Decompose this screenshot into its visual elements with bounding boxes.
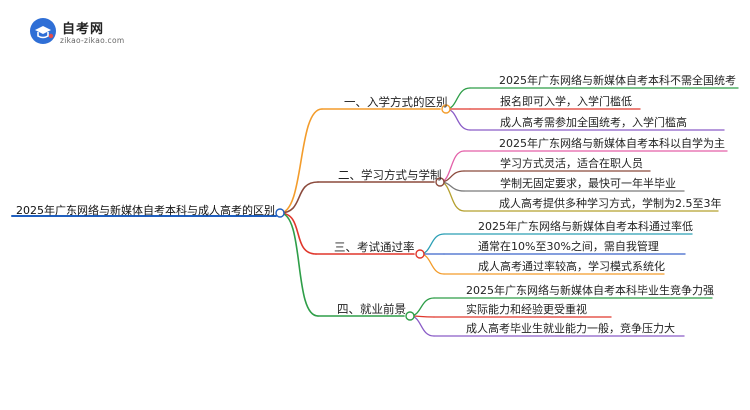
branch-1-node [441, 104, 451, 114]
leaf-1-1: 2025年广东网络与新媒体自考本科不需全国统考 [499, 74, 736, 87]
branch-1-leaf-1-link [445, 87, 471, 110]
leaf-4-3: 成人高考毕业生就业能力一般，竞争压力大 [466, 322, 675, 335]
branch-1-leaf-3-link [445, 108, 471, 131]
root-branch-2-link [279, 181, 319, 214]
root-branch-1-link [279, 108, 323, 214]
branch-2-label: 二、学习方式与学制 [338, 168, 442, 182]
root-branch-3-link [279, 212, 317, 255]
leaf-2-3: 学制无固定要求，最快可一年半毕业 [500, 177, 676, 190]
leaf-3-1: 2025年广东网络与新媒体自考本科通过率低 [478, 220, 693, 233]
leaf-4-1: 2025年广东网络与新媒体自考本科毕业生竞争力强 [466, 284, 714, 297]
leaf-1-2: 报名即可入学，入学门槛低 [500, 95, 632, 108]
branch-3-label: 三、考试通过率 [334, 240, 415, 254]
branch-4-node [405, 311, 415, 321]
site-logo: 自考网 zikao-zikao.com [28, 16, 138, 52]
root-topic: 2025年广东网络与新媒体自考本科与成人高考的区别 [16, 204, 275, 217]
leaf-2-2: 学习方式灵活，适合在职人员 [500, 157, 643, 170]
leaf-3-3: 成人高考通过率较高，学习模式系统化 [478, 260, 665, 273]
branch-2-node [435, 177, 445, 187]
logo-name: 自考网 [62, 22, 105, 37]
leaf-2-1: 2025年广东网络与新媒体自考本科以自学为主 [499, 137, 725, 150]
leaf-4-2: 实际能力和经验更受重视 [466, 303, 587, 316]
branch-1-label: 一、入学方式的区别 [344, 95, 448, 109]
root-branch-4-link [279, 212, 319, 317]
graduation-cap-icon [30, 18, 56, 44]
leaf-2-4: 成人高考提供多种学习方式，学制为2.5至3年 [499, 197, 722, 210]
leaf-1-3: 成人高考需参加全国统考，入学门槛高 [500, 116, 687, 129]
leaf-3-2: 通常在10%至30%之间，需自我管理 [478, 240, 659, 253]
root-node [275, 208, 285, 218]
branch-3-node [415, 249, 425, 259]
branch-4-label: 四、就业前景 [337, 302, 406, 316]
logo-url: zikao-zikao.com [60, 36, 125, 45]
branch-2-leaf-1-link [439, 150, 465, 183]
